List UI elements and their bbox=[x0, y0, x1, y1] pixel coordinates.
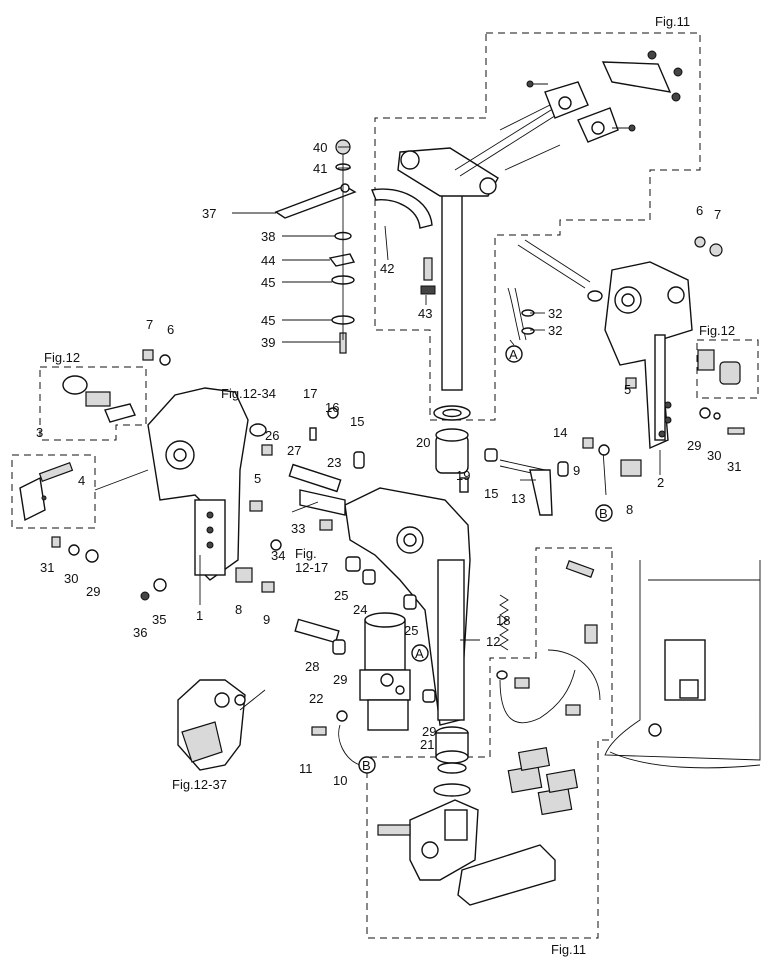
callout-45b: 45 bbox=[261, 313, 275, 328]
callout-18: 18 bbox=[496, 613, 510, 628]
fig12-17-label-b: 12-17 bbox=[295, 560, 328, 575]
callout-4: 4 bbox=[78, 473, 85, 488]
tilt-cylinder bbox=[294, 556, 469, 766]
callout-37: 37 bbox=[202, 206, 216, 221]
callout-27: 27 bbox=[287, 443, 301, 458]
callout-25-right: 25 bbox=[404, 623, 418, 638]
callout-25-left: 25 bbox=[334, 588, 348, 603]
callout-19: 19 bbox=[456, 468, 470, 483]
callout-39: 39 bbox=[261, 335, 275, 350]
callout-7-right: 7 bbox=[714, 207, 721, 222]
ground-wiring bbox=[496, 560, 601, 724]
callout-1: 1 bbox=[196, 608, 203, 623]
steering-bracket-assembly bbox=[397, 50, 683, 391]
fig12-left-box bbox=[39, 366, 147, 441]
right-clamp-bracket bbox=[604, 236, 745, 450]
marker-b-lower: B bbox=[362, 758, 371, 773]
callout-6-right: 6 bbox=[696, 203, 703, 218]
callout-31-right: 31 bbox=[727, 459, 741, 474]
callout-15-left: 15 bbox=[350, 414, 364, 429]
callout-labels: 40 41 37 38 44 45 45 39 42 43 32 32 6 7 … bbox=[36, 140, 741, 788]
lower-mount-bracket bbox=[377, 747, 579, 906]
callout-35: 35 bbox=[152, 612, 166, 627]
callout-28: 28 bbox=[305, 659, 319, 674]
callout-45a: 45 bbox=[261, 275, 275, 290]
callout-30-right: 30 bbox=[707, 448, 721, 463]
callout-15-right: 15 bbox=[484, 486, 498, 501]
circled-markers: A B A B bbox=[358, 345, 613, 774]
callout-3: 3 bbox=[36, 425, 43, 440]
callout-9-right: 9 bbox=[573, 463, 580, 478]
callout-2: 2 bbox=[657, 475, 664, 490]
marker-b-upper: B bbox=[599, 506, 608, 521]
callout-17: 17 bbox=[303, 386, 317, 401]
callout-29-left: 29 bbox=[86, 584, 100, 599]
callout-26: 26 bbox=[265, 428, 279, 443]
callout-42: 42 bbox=[380, 261, 394, 276]
callout-22: 22 bbox=[309, 691, 323, 706]
fig12-34-label: Fig.12-34 bbox=[221, 386, 276, 401]
callout-20: 20 bbox=[416, 435, 430, 450]
tilt-lock-parts bbox=[249, 407, 642, 551]
outboard-lower-unit bbox=[604, 560, 761, 769]
lower-left-fasteners bbox=[140, 567, 275, 601]
leader-lines bbox=[94, 146, 661, 711]
fig4-box bbox=[11, 454, 96, 529]
callout-8-right: 8 bbox=[626, 502, 633, 517]
callout-21: 21 bbox=[420, 737, 434, 752]
callout-33: 33 bbox=[291, 521, 305, 536]
callout-8-left: 8 bbox=[235, 602, 242, 617]
swivel-bracket bbox=[299, 405, 509, 726]
callout-5-right: 5 bbox=[624, 382, 631, 397]
callout-29-lower: 29 bbox=[422, 724, 436, 739]
callout-32b: 32 bbox=[548, 323, 562, 338]
fig12-right-box bbox=[696, 339, 759, 399]
callout-14: 14 bbox=[553, 425, 567, 440]
callout-29-center: 29 bbox=[333, 672, 347, 687]
callout-16: 16 bbox=[325, 400, 339, 415]
callout-31-left: 31 bbox=[40, 560, 54, 575]
callout-11: 11 bbox=[299, 761, 313, 776]
callout-5-left: 5 bbox=[254, 471, 261, 486]
marker-a-lower: A bbox=[415, 646, 424, 661]
callout-29-right: 29 bbox=[687, 438, 701, 453]
fig11-bottom-box bbox=[366, 547, 613, 939]
fig12-37-label: Fig.12-37 bbox=[172, 777, 227, 792]
callout-43: 43 bbox=[418, 306, 432, 321]
callout-7-left: 7 bbox=[146, 317, 153, 332]
callout-40: 40 bbox=[313, 140, 327, 155]
callout-44: 44 bbox=[261, 253, 275, 268]
figure-references: Fig.11 Fig.12 Fig.12 Fig.12-34 Fig. 12-1… bbox=[44, 14, 735, 957]
fig12-37-part bbox=[177, 679, 246, 771]
fig11-top-label: Fig.11 bbox=[655, 14, 690, 29]
callout-13: 13 bbox=[511, 491, 525, 506]
marker-a-upper: A bbox=[509, 347, 518, 362]
fig12-right-label: Fig.12 bbox=[699, 323, 735, 338]
callout-34: 34 bbox=[271, 548, 285, 563]
fig12-17-label-a: Fig. bbox=[295, 546, 317, 561]
callout-30-left: 30 bbox=[64, 571, 78, 586]
callout-38: 38 bbox=[261, 229, 275, 244]
callout-12: 12 bbox=[486, 634, 500, 649]
wire-harness bbox=[507, 239, 603, 341]
callout-24: 24 bbox=[353, 602, 367, 617]
fig11-top-box bbox=[374, 32, 701, 421]
callout-6-left: 6 bbox=[167, 322, 174, 337]
callout-41: 41 bbox=[313, 161, 327, 176]
callout-36: 36 bbox=[133, 625, 147, 640]
callout-23: 23 bbox=[327, 455, 341, 470]
fig11-bottom-label: Fig.11 bbox=[551, 942, 586, 957]
friction-parts-stack bbox=[274, 139, 436, 354]
callout-10: 10 bbox=[333, 773, 347, 788]
callout-32a: 32 bbox=[548, 306, 562, 321]
callout-9-left: 9 bbox=[263, 612, 270, 627]
fig12-left-label: Fig.12 bbox=[44, 350, 80, 365]
left-clamp-bracket bbox=[19, 349, 249, 581]
